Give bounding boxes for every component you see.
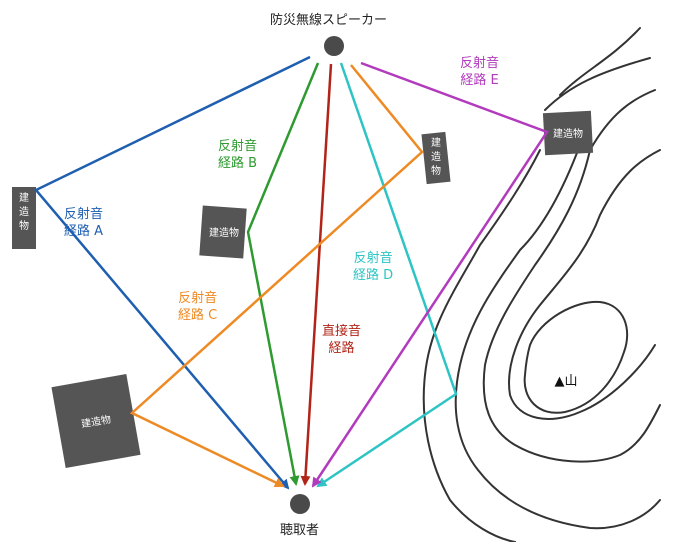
speaker-node xyxy=(324,36,344,56)
contour-line-inner xyxy=(523,300,629,414)
path-direct-line xyxy=(300,63,333,486)
listener-label: 聴取者 xyxy=(280,523,320,538)
building-upper-right-vertical-label: 建 造 物 xyxy=(431,138,441,177)
path-b-label-line1: 反射音 xyxy=(218,139,258,154)
path-c-label-line1: 反射音 xyxy=(178,291,218,306)
building-upper-right xyxy=(421,131,451,185)
path-c-label-line2: 経路 C xyxy=(178,308,218,323)
path-b-label-line2: 経路 B xyxy=(218,156,258,171)
building-center-label: 建造物 xyxy=(209,226,239,239)
path-e-label-line2: 経路 E xyxy=(460,73,499,88)
path-a-label: 反射音 経路 A xyxy=(64,206,103,240)
path-b-line xyxy=(246,62,320,486)
contour-line-4 xyxy=(508,149,661,420)
path-d-line xyxy=(316,62,458,488)
path-direct-label: 直接音 経路 xyxy=(322,323,361,357)
path-d-label-line1: 反射音 xyxy=(353,251,393,266)
speaker-label: 防災無線スピーカー xyxy=(270,13,388,28)
mountain-contours xyxy=(422,27,661,542)
building-bottom-left xyxy=(51,374,141,468)
path-direct-label-line2: 経路 xyxy=(328,341,355,356)
mountain-label: ▲山 xyxy=(555,374,578,389)
path-c-line xyxy=(129,64,424,488)
building-left xyxy=(12,187,36,249)
contour-line-3 xyxy=(482,89,661,463)
path-e-label: 反射音 経路 E xyxy=(460,55,499,89)
building-center xyxy=(199,205,247,259)
path-d-label: 反射音 経路 D xyxy=(353,250,393,284)
path-a-line xyxy=(34,55,311,490)
path-direct-label-line1: 直接音 xyxy=(322,324,362,339)
path-e-line xyxy=(311,61,549,488)
contour-line-outer xyxy=(422,27,641,542)
building-right-label: 建造物 xyxy=(553,127,583,140)
listener-node xyxy=(290,494,310,514)
contour-line-2 xyxy=(454,57,661,530)
building-left-vertical-label: 建 造 物 xyxy=(19,193,29,232)
path-b-label: 反射音 経路 B xyxy=(218,138,257,172)
path-c-label: 反射音 経路 C xyxy=(178,290,217,324)
path-e-label-line1: 反射音 xyxy=(460,56,500,71)
path-a-label-line1: 反射音 xyxy=(64,207,104,222)
path-d-label-line2: 経路 D xyxy=(353,268,394,283)
path-a-label-line2: 経路 A xyxy=(64,224,104,239)
building-right xyxy=(542,110,594,156)
